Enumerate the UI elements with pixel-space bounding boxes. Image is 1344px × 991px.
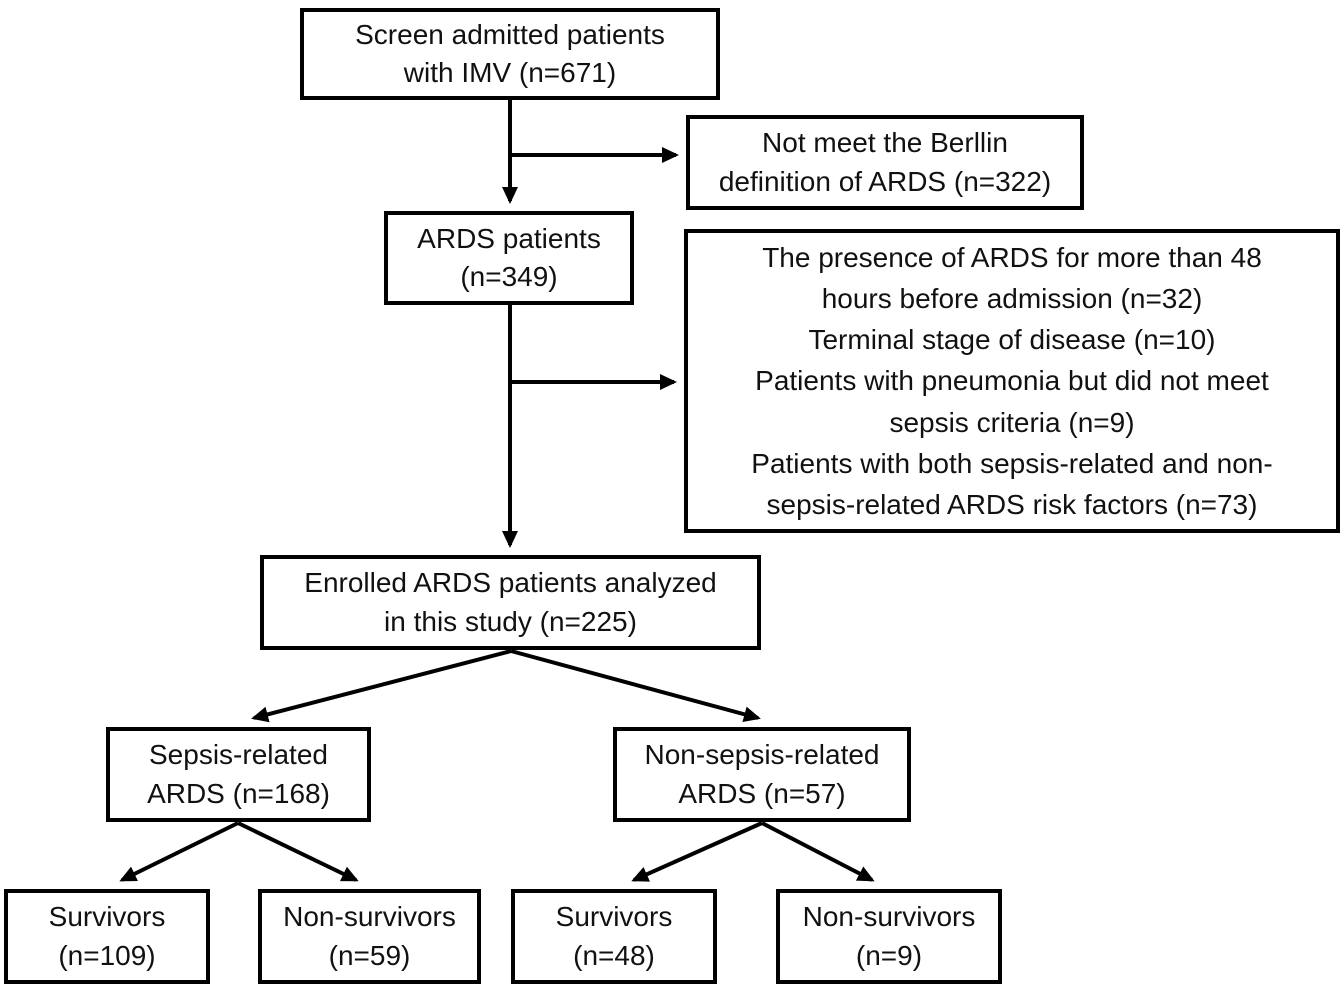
box-exclusion-criteria: The presence of ARDS for more than 48 ho… bbox=[684, 229, 1340, 533]
box-sepsis-survivors: Survivors (n=109) bbox=[4, 889, 210, 984]
box-non-sepsis-non-survivors: Non-survivors (n=9) bbox=[776, 889, 1002, 984]
box-screen-admitted-patients: Screen admitted patients with IMV (n=671… bbox=[300, 8, 720, 100]
box-non-sepsis-survivors: Survivors (n=48) bbox=[511, 889, 717, 984]
arrow-non-sepsis-to-non-survivors bbox=[761, 821, 875, 882]
arrow-sepsis-to-survivors bbox=[119, 821, 239, 882]
box-ards-patients: ARDS patients (n=349) bbox=[384, 211, 634, 305]
box-not-meet-berlin-definition: Not meet the Berllin definition of ARDS … bbox=[686, 115, 1084, 210]
box-sepsis-related-ards: Sepsis-related ARDS (n=168) bbox=[106, 727, 371, 822]
box-non-sepsis-related-ards: Non-sepsis-related ARDS (n=57) bbox=[613, 727, 911, 822]
box-enrolled-ards-patients: Enrolled ARDS patients analyzed in this … bbox=[260, 555, 761, 650]
arrow-non-sepsis-to-survivors bbox=[631, 821, 763, 882]
arrow-sepsis-to-non-survivors bbox=[237, 821, 359, 882]
arrow-enrolled-to-non-sepsis bbox=[510, 649, 761, 723]
box-sepsis-non-survivors: Non-survivors (n=59) bbox=[258, 889, 481, 984]
arrow-enrolled-to-sepsis bbox=[251, 649, 512, 723]
